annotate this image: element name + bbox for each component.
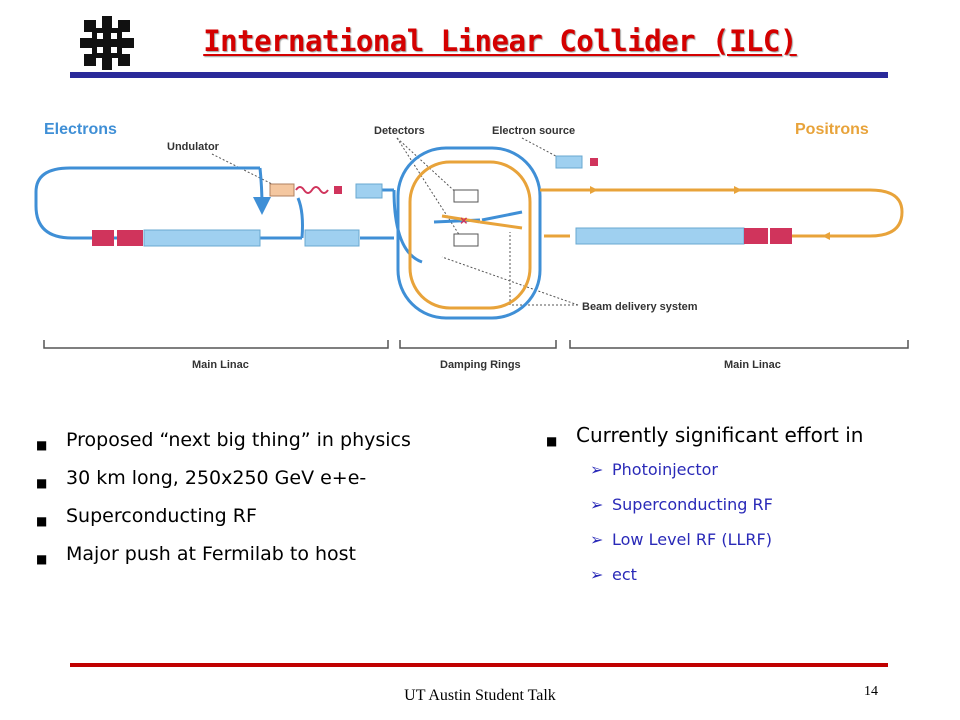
left-bullet-text: 30 km long, 250x250 GeV e+e- [66, 467, 367, 489]
damping-rings-label: Damping Rings [440, 359, 521, 371]
title-rule [70, 72, 888, 78]
positrons-label: Positrons [795, 121, 869, 138]
left-bullet-item: ■ Proposed “next big thing” in physics [30, 428, 480, 453]
sub-bullet-text: ect [612, 565, 637, 584]
arrow-bullet-icon: ➢ [590, 530, 604, 549]
electrons-label: Electrons [44, 121, 117, 138]
fermilab-logo-icon [80, 16, 134, 70]
detectors-label: Detectors [374, 125, 425, 137]
left-bullet-text: Superconducting RF [66, 505, 257, 527]
sub-bullet-text: Superconducting RF [612, 495, 773, 514]
left-bullet-item: ■ Superconducting RF [30, 504, 480, 529]
square-bullet-icon: ■ [546, 434, 558, 448]
arrow-bullet-icon: ➢ [590, 565, 604, 584]
main-linac-left-label: Main Linac [192, 359, 249, 371]
electron-source-label: Electron source [492, 125, 575, 137]
sub-bullet-item: ➢ Superconducting RF [540, 495, 870, 515]
sub-bullet-item: ➢ ect [540, 565, 870, 585]
right-bullet-item: ■ Currently significant effort in ➢ Photoi… [540, 423, 870, 585]
main-linac-right-label: Main Linac [724, 359, 781, 371]
right-bullet-text: Currently significant effort in [576, 423, 864, 447]
left-bullet-item: ■ 30 km long, 250x250 GeV e+e- [30, 466, 480, 491]
sub-bullet-text: Low Level RF (LLRF) [612, 530, 772, 549]
sub-bullet-item: ➢ Photoinjector [540, 460, 870, 480]
left-bullet-list: ■ Proposed “next big thing” in physics ■ 3… [30, 428, 480, 580]
sub-bullet-list: ➢ Photoinjector ➢ Superconducting RF ➢ Low … [576, 460, 870, 585]
undulator-label: Undulator [167, 141, 220, 153]
sub-bullet-text: Photoinjector [612, 460, 718, 479]
footer-text: UT Austin Student Talk [404, 687, 556, 704]
ilc-schematic-diagram: Electrons Positrons Undulator Detectors … [22, 102, 915, 392]
slide-title: International Linear Collider (ILC) [203, 24, 797, 58]
left-bullet-text: Proposed “next big thing” in physics [66, 429, 411, 451]
beam-delivery-label: Beam delivery system [582, 301, 698, 313]
square-bullet-icon: ■ [36, 552, 48, 566]
arrow-bullet-icon: ➢ [590, 460, 604, 479]
square-bullet-icon: ■ [36, 438, 48, 452]
left-bullet-item: ■ Major push at Fermilab to host [30, 542, 480, 567]
footer-rule [70, 663, 888, 667]
square-bullet-icon: ■ [36, 514, 48, 528]
svg-text:×: × [460, 213, 468, 228]
left-bullet-text: Major push at Fermilab to host [66, 543, 357, 565]
square-bullet-icon: ■ [36, 476, 48, 490]
arrow-bullet-icon: ➢ [590, 495, 604, 514]
page-number: 14 [864, 684, 878, 699]
sub-bullet-item: ➢ Low Level RF (LLRF) [540, 530, 870, 550]
right-bullet-list: ■ Currently significant effort in ➢ Photoi… [540, 423, 870, 600]
